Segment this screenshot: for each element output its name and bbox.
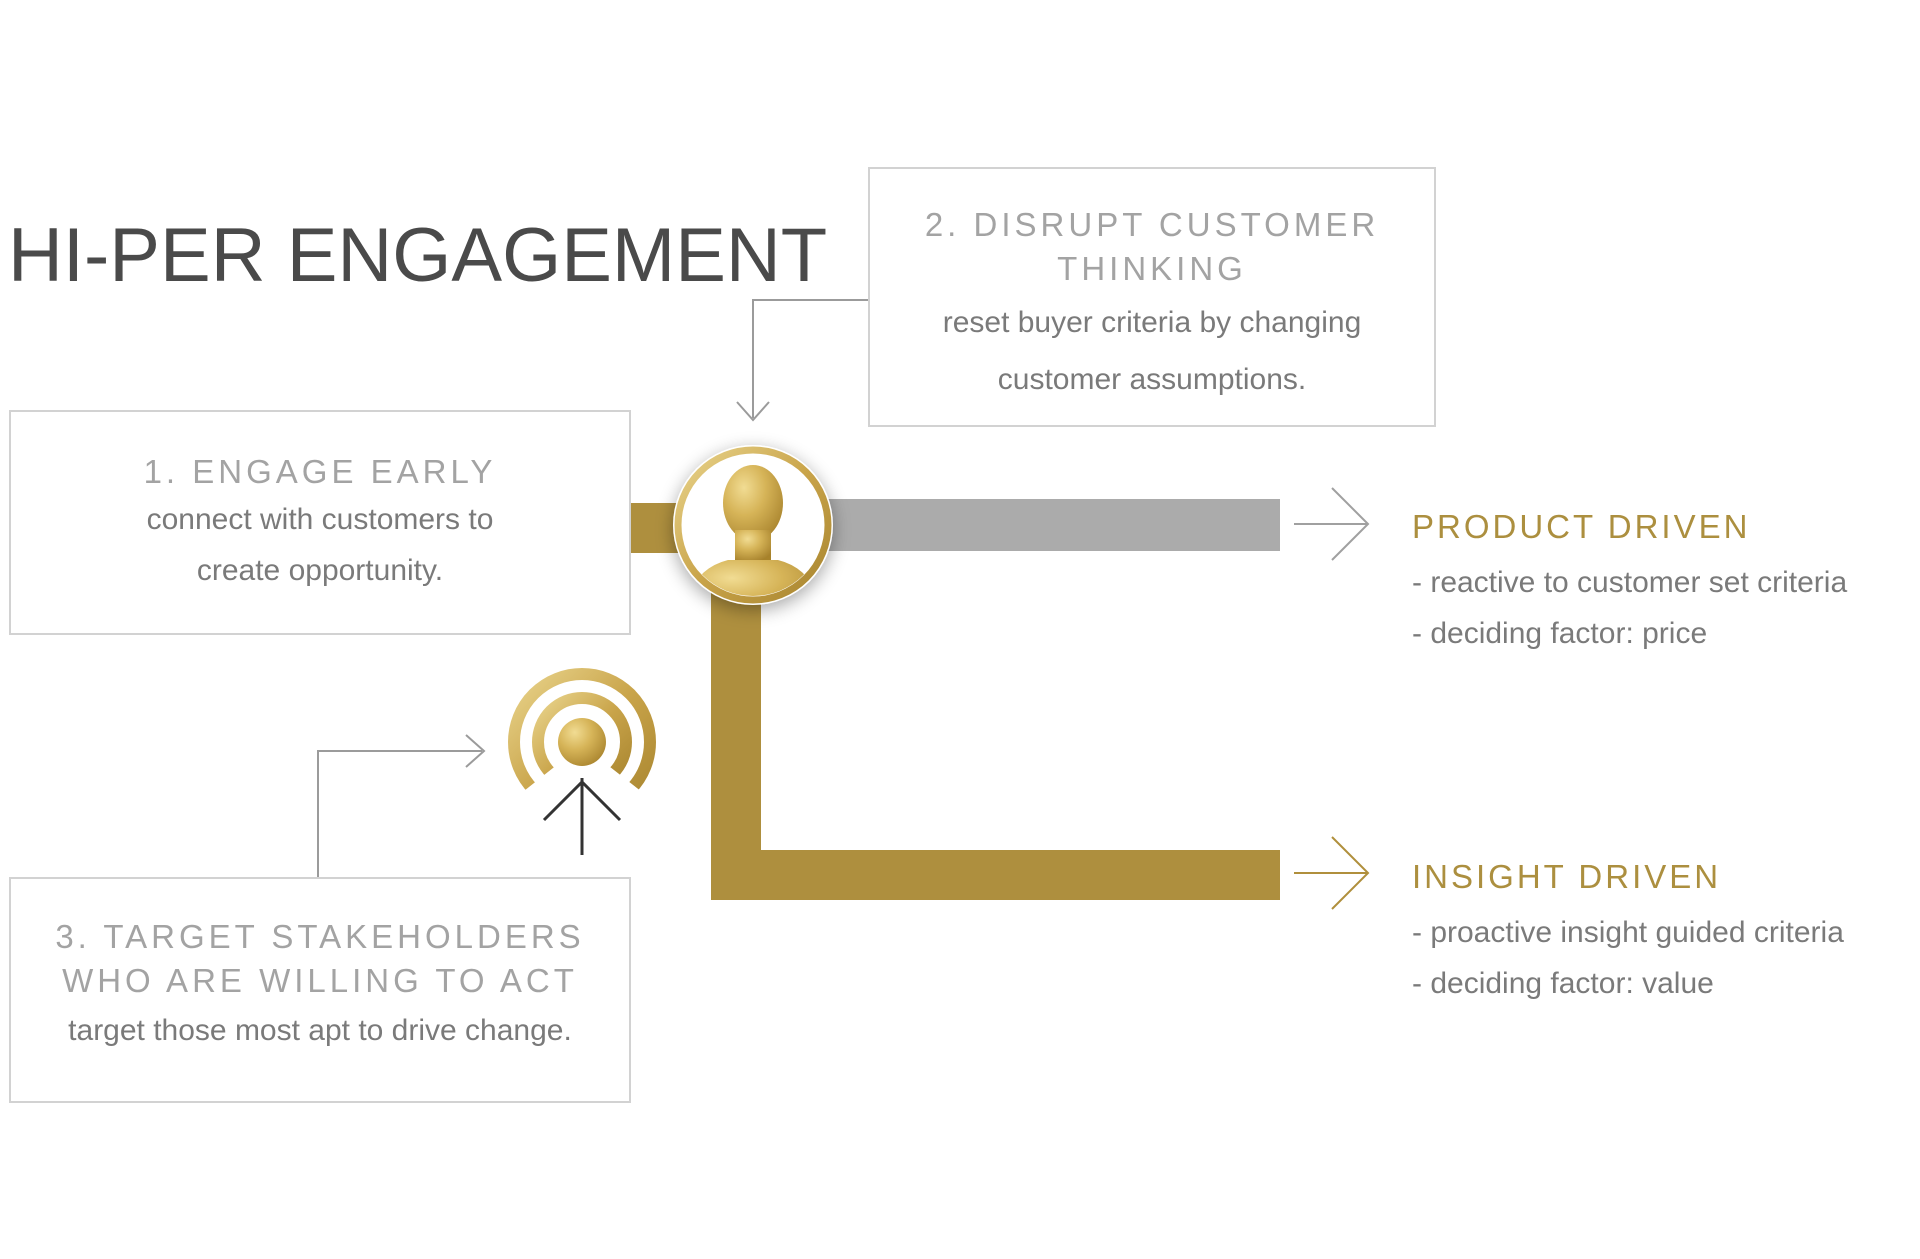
arrow-right-icon bbox=[465, 734, 486, 768]
outcome-heading: INSIGHT DRIVEN bbox=[1412, 858, 1722, 895]
step-heading: 2. DISRUPT CUSTOMER bbox=[924, 206, 1380, 243]
step-description-line: connect with customers to bbox=[146, 503, 494, 536]
connector-target bbox=[317, 750, 482, 877]
arrow-right-icon bbox=[1294, 836, 1370, 910]
arrow-down-icon bbox=[736, 401, 770, 422]
outcome-line: - reactive to customer set criteria bbox=[1412, 566, 1848, 599]
arrow-right-icon bbox=[1294, 487, 1370, 561]
outcome-line: - proactive insight guided criteria bbox=[1412, 916, 1844, 949]
page-title: HI-PER ENGAGEMENT bbox=[8, 213, 828, 298]
outcome-insight-driven: INSIGHT DRIVEN - proactive insight guide… bbox=[1412, 855, 1844, 1009]
step-heading: WHO ARE WILLING TO ACT bbox=[62, 962, 578, 999]
step-heading: THINKING bbox=[1057, 250, 1247, 287]
outcome-product-driven: PRODUCT DRIVEN - reactive to customer se… bbox=[1412, 505, 1847, 659]
person-icon bbox=[673, 445, 833, 605]
gold-bar-vertical bbox=[711, 590, 761, 900]
step-description-line: customer assumptions. bbox=[997, 363, 1307, 396]
gold-bar-insight bbox=[711, 850, 1280, 900]
step-disrupt-thinking-box: 2. DISRUPT CUSTOMER THINKING reset buyer… bbox=[868, 167, 1436, 427]
gold-bar-stub bbox=[631, 503, 679, 553]
step-description-line: create opportunity. bbox=[196, 554, 444, 587]
outcome-heading: PRODUCT DRIVEN bbox=[1412, 508, 1751, 545]
step-target-stakeholders-box: 3. TARGET STAKEHOLDERS WHO ARE WILLING T… bbox=[9, 877, 631, 1103]
outcome-line: - deciding factor: price bbox=[1412, 617, 1708, 650]
step-description-line: target those most apt to drive change. bbox=[68, 1014, 572, 1047]
step-description-line: reset buyer criteria by changing bbox=[942, 306, 1362, 339]
step-heading: 3. TARGET STAKEHOLDERS bbox=[55, 918, 585, 955]
gray-bar-product bbox=[820, 499, 1280, 551]
connector-disrupt bbox=[752, 299, 868, 418]
arrow-up-icon bbox=[542, 778, 622, 855]
outcome-line: - deciding factor: value bbox=[1412, 967, 1714, 1000]
step-engage-early-box: 1. ENGAGE EARLY connect with customers t… bbox=[9, 410, 631, 635]
step-heading: 1. ENGAGE EARLY bbox=[143, 453, 497, 490]
